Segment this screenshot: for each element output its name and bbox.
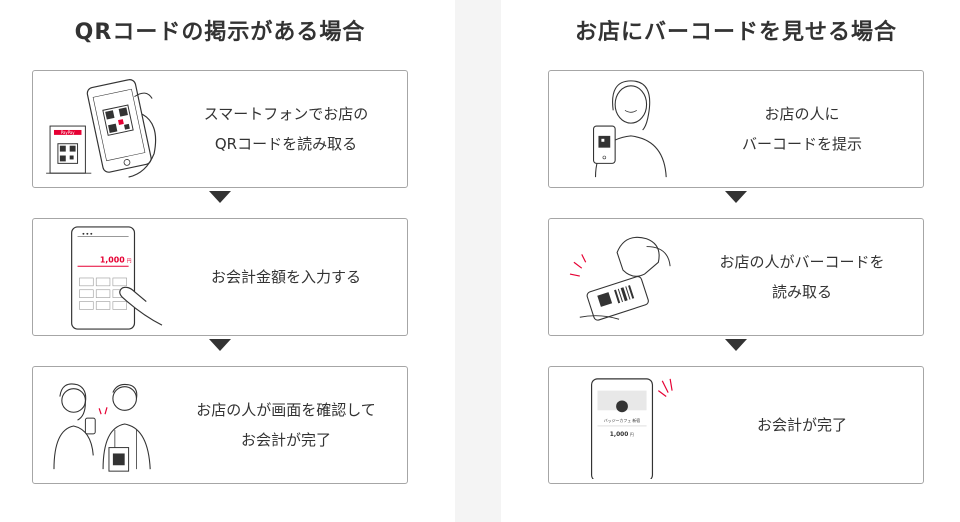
barcode-scanner-icon <box>616 236 671 277</box>
left-step-1-card: PayPay スマートフォンでお店の QRコードを読み取る <box>32 70 408 188</box>
phone-icon: バッジーカフェ 新宿 1,000 円 <box>590 378 654 479</box>
phone-icon <box>86 79 152 173</box>
svg-text:円: 円 <box>127 258 132 264</box>
down-arrow-icon <box>725 339 747 351</box>
down-arrow-icon <box>725 191 747 203</box>
show-barcode-illustration <box>593 80 667 178</box>
right-step-3-card: バッジーカフェ 新宿 1,000 円 お会計が完了 <box>548 366 924 484</box>
right-column-title: お店にバーコードを見せる場合 <box>574 20 897 45</box>
down-arrow-icon <box>209 339 231 351</box>
left-column-title: QRコードの掲示がある場合 <box>74 20 366 45</box>
phone-icon: 1,000 円 <box>71 226 136 330</box>
phone-icon <box>593 125 616 164</box>
finger-icon <box>119 286 163 326</box>
qr-stand-icon: PayPay <box>46 125 92 174</box>
staff-icon <box>102 383 151 470</box>
left-step-3-card: お店の人が画面を確認して お会計が完了 <box>32 366 408 484</box>
phone-icon <box>586 276 649 321</box>
svg-text:1,000: 1,000 <box>100 255 125 264</box>
customer-icon <box>53 383 96 470</box>
right-step-1-line-1: お店の人に <box>764 105 840 123</box>
scan-qr-illustration: PayPay <box>46 79 157 178</box>
right-step-3-line-1: お会計が完了 <box>756 416 847 434</box>
left-step-3-line-1: お店の人が画面を確認して <box>196 401 376 419</box>
svg-text:バッジーカフェ 新宿: バッジーカフェ 新宿 <box>604 418 640 423</box>
left-step-1-line-2: QRコードを読み取る <box>214 135 358 153</box>
right-step-2-line-1: お店の人がバーコードを <box>719 253 885 271</box>
down-arrow-icon <box>209 191 231 203</box>
staff-confirm-illustration <box>53 383 151 472</box>
enter-amount-illustration: 1,000 円 <box>71 226 163 330</box>
qr-stand-icon <box>108 447 130 472</box>
person-icon <box>594 80 667 178</box>
left-step-2-card: 1,000 円 お会計金額を入力する <box>32 218 408 336</box>
scan-barcode-illustration <box>569 236 671 321</box>
svg-text:PayPay: PayPay <box>61 130 75 135</box>
column-divider <box>455 0 501 522</box>
left-step-3-line-2: お会計が完了 <box>240 431 331 449</box>
svg-text:円: 円 <box>630 432 634 437</box>
payment-complete-illustration: バッジーカフェ 新宿 1,000 円 <box>590 378 673 479</box>
left-step-1-line-1: スマートフォンでお店の <box>203 105 369 123</box>
svg-text:1,000: 1,000 <box>610 432 629 438</box>
left-step-2-line-1: お会計金額を入力する <box>210 268 361 286</box>
right-step-1-card: お店の人に バーコードを提示 <box>548 70 924 188</box>
right-step-1-line-2: バーコードを提示 <box>741 135 862 153</box>
right-step-2-card: お店の人がバーコードを 読み取る <box>548 218 924 336</box>
right-step-2-line-2: 読み取る <box>771 283 832 301</box>
